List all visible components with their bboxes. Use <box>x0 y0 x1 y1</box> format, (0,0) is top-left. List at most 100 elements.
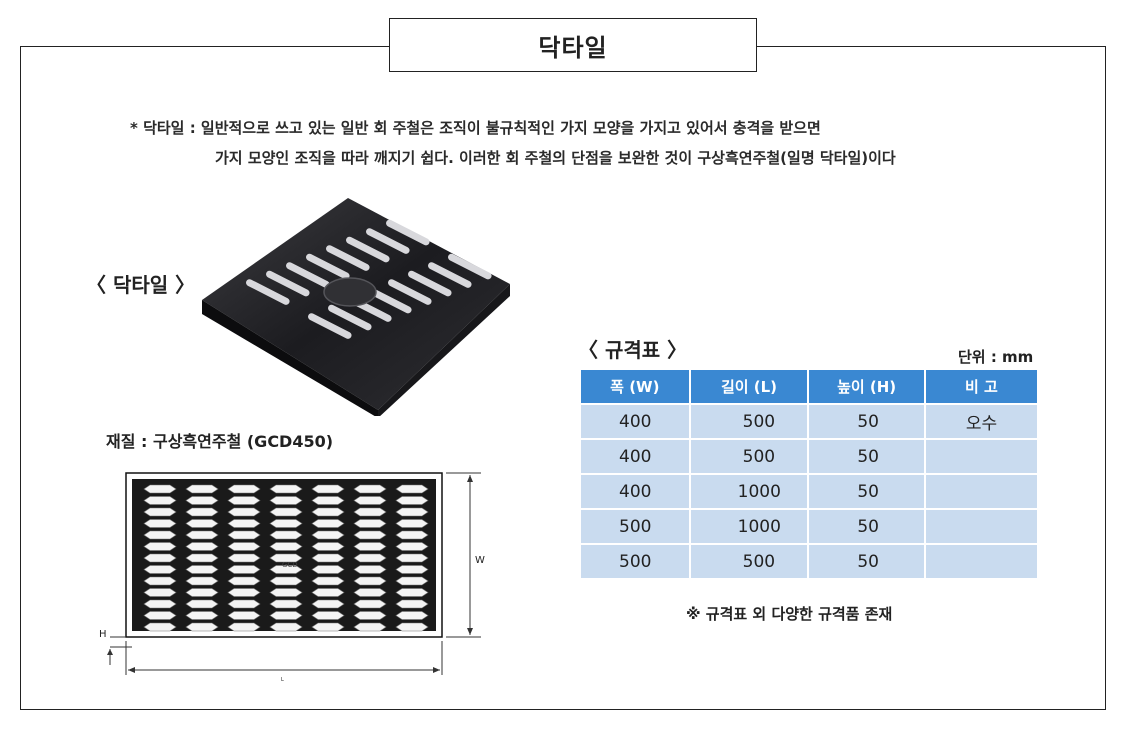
grate-cell <box>353 622 387 632</box>
grate-cell <box>143 588 177 597</box>
ductile-grate-photo <box>202 198 510 416</box>
grate-cell <box>269 484 303 494</box>
grate-cell <box>143 565 177 574</box>
grate-slot <box>346 236 390 263</box>
grate-cell <box>269 496 303 505</box>
grate-cell <box>185 496 219 505</box>
grate-cell <box>311 622 345 632</box>
grate-cell <box>353 576 387 586</box>
grate-cell <box>353 496 387 505</box>
grate-cell <box>269 622 303 632</box>
grate-slot <box>308 313 352 339</box>
grate-cell <box>227 519 261 528</box>
cell-height: 50 <box>809 545 924 580</box>
grate-cell <box>143 611 177 620</box>
grate-cell <box>311 611 345 620</box>
grate-cell <box>227 622 261 632</box>
cell-length: 500 <box>690 545 808 580</box>
grate-cell <box>311 519 345 528</box>
header-width: 폭 (W) <box>581 370 689 405</box>
grate-cell <box>185 507 219 517</box>
grate-cell <box>395 565 429 574</box>
cell-length: 1000 <box>690 510 808 545</box>
cell-length: 1000 <box>690 475 808 510</box>
cell-remarks: 오수 <box>925 405 1037 440</box>
grate-cell <box>227 542 261 551</box>
grate-cell <box>311 496 345 505</box>
grate-cell <box>227 496 261 505</box>
cell-remarks <box>925 440 1037 475</box>
grate-slot <box>326 245 370 271</box>
grate-cell <box>353 611 387 620</box>
grate-slot <box>388 279 432 305</box>
grate-cell <box>185 588 219 597</box>
grate-cell <box>395 507 429 517</box>
grate-cell <box>143 519 177 528</box>
header-height: 높이 (H) <box>809 370 924 405</box>
grate-cell <box>227 484 261 494</box>
grate-cell <box>311 484 345 494</box>
grate-cell <box>395 588 429 597</box>
spec-note: ※ 규격표 외 다양한 규격품 존재 <box>686 605 893 623</box>
grate-slot <box>246 279 290 305</box>
cell-width: 500 <box>581 510 689 545</box>
table-row: 400 500 50 <box>581 440 1037 475</box>
grate-cell <box>185 484 219 494</box>
grate-cell <box>143 622 177 632</box>
grate-cell <box>269 565 303 574</box>
page-title: 닥타일 <box>389 18 757 72</box>
cell-width: 500 <box>581 545 689 580</box>
spec-header-row: 폭 (W) 길이 (L) 높이 (H) 비 고 <box>581 370 1037 405</box>
grate-cell <box>143 576 177 586</box>
cell-length: 500 <box>690 405 808 440</box>
grate-cell <box>269 576 303 586</box>
grate-cell <box>185 599 219 609</box>
grate-cell <box>353 565 387 574</box>
grate-cell <box>353 588 387 597</box>
grate-cell <box>269 519 303 528</box>
grate-cell <box>269 611 303 620</box>
grate-cell <box>353 484 387 494</box>
grate-cell <box>143 496 177 505</box>
grate-cell <box>353 553 387 563</box>
w-dimension-label: W <box>475 555 485 566</box>
grate-cell <box>143 599 177 609</box>
header-remarks: 비 고 <box>925 370 1037 405</box>
table-row: 400 1000 50 <box>581 475 1037 510</box>
table-row: 400 500 50 오수 <box>581 405 1037 440</box>
grate-cell <box>311 576 345 586</box>
grate-cell <box>185 565 219 574</box>
grate-cell <box>395 484 429 494</box>
grate-cell <box>269 599 303 609</box>
grate-cell <box>395 519 429 528</box>
grate-cell <box>185 576 219 586</box>
grate-cell <box>185 542 219 551</box>
spec-table: 폭 (W) 길이 (L) 높이 (H) 비 고 400 500 50 오수 40… <box>579 370 1039 580</box>
table-row: 500 500 50 <box>581 545 1037 580</box>
grate-slot <box>428 262 472 288</box>
grate-cell <box>353 599 387 609</box>
description-line-2: 가지 모양인 조직을 따라 깨지기 쉽다. 이러한 회 주철의 단점을 보완한 … <box>215 149 896 167</box>
grate-cell <box>311 565 345 574</box>
grate-cell <box>353 519 387 528</box>
grate-cell <box>395 542 429 551</box>
grate-cell <box>227 588 261 597</box>
grate-cell <box>311 599 345 609</box>
grate-slot <box>368 287 412 314</box>
grate-cell <box>143 530 177 540</box>
grate-cell <box>269 530 303 540</box>
grate-cell <box>227 599 261 609</box>
grate-cell <box>227 507 261 517</box>
grate-cell <box>227 576 261 586</box>
cell-remarks <box>925 475 1037 510</box>
h-dimension-label: H <box>99 629 107 640</box>
grate-cell <box>395 496 429 505</box>
grate-cell <box>311 542 345 551</box>
grate-cell <box>395 599 429 609</box>
grate-cell <box>353 542 387 551</box>
product-label: 〈 닥타일 〉 <box>86 273 196 297</box>
grate-cell <box>395 622 429 632</box>
grate-cell <box>143 553 177 563</box>
grate-cell <box>311 553 345 563</box>
grate-slot <box>328 304 372 331</box>
